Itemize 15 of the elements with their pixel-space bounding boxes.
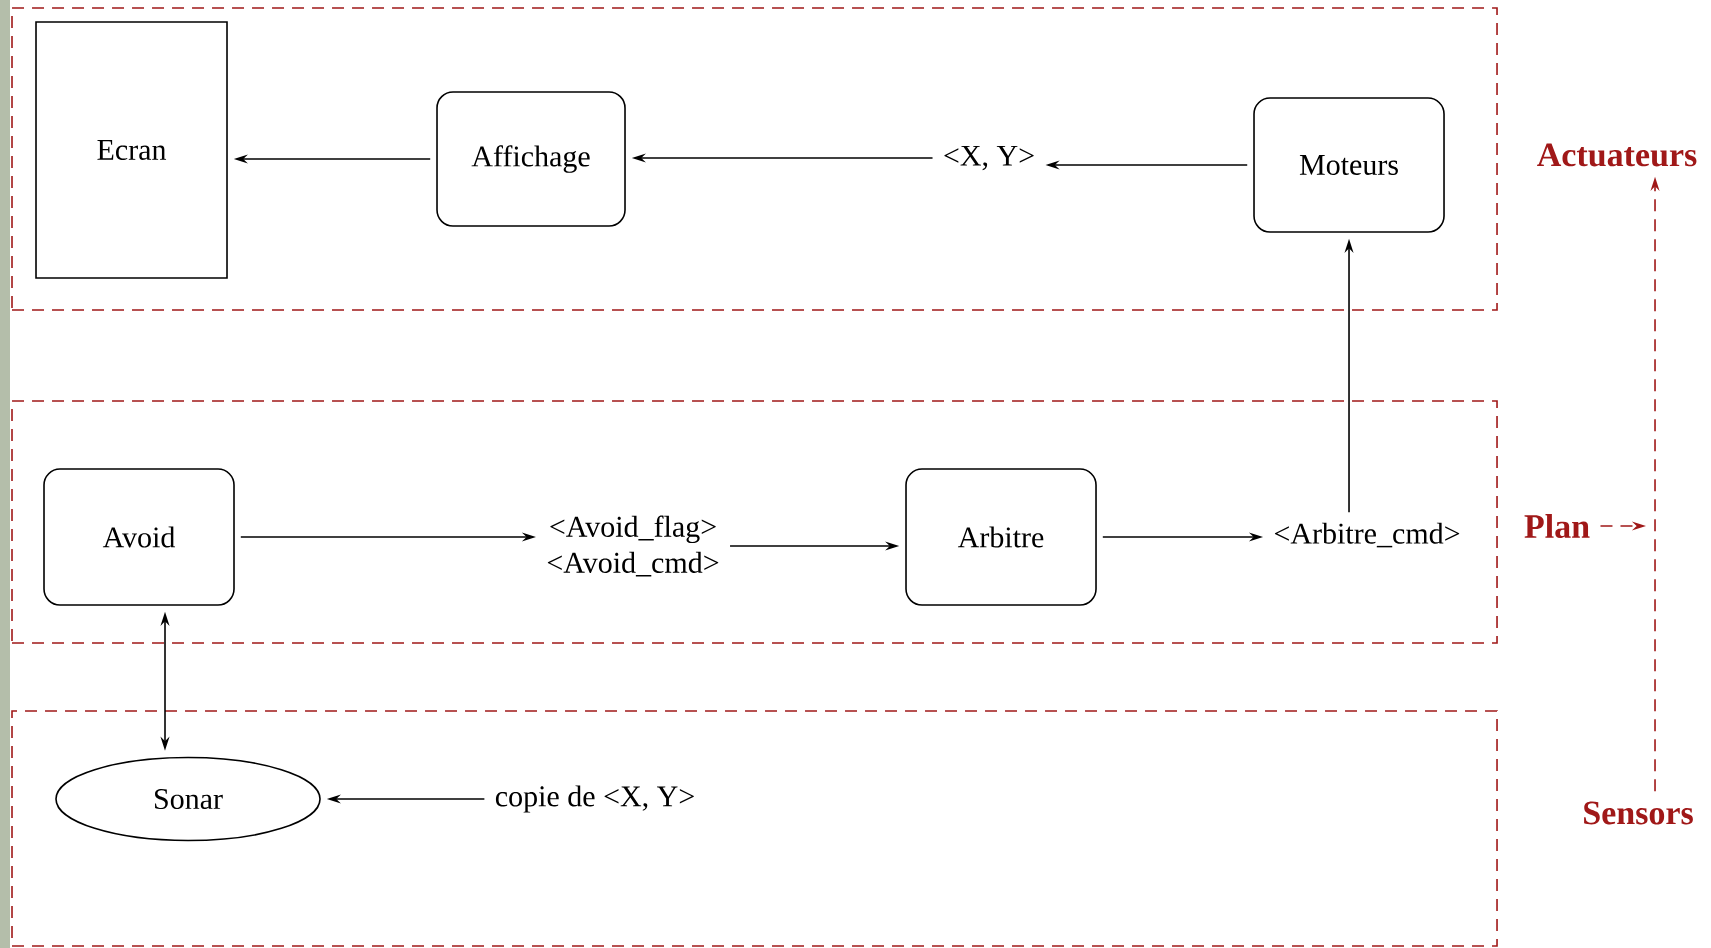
process-box: Moteurs bbox=[1253, 97, 1445, 233]
layer-band bbox=[11, 710, 1498, 947]
layer-label: Sensors bbox=[1584, 801, 1693, 825]
process-box: Arbitre bbox=[905, 468, 1097, 606]
process-box: Avoid bbox=[43, 468, 235, 606]
layer-band bbox=[11, 7, 1498, 311]
signal-label: <Arbitre_cmd> bbox=[1274, 522, 1460, 548]
display-box: Ecran bbox=[35, 21, 228, 279]
layer-label: Plan bbox=[1524, 514, 1590, 538]
signal-label: copie de <X, Y> bbox=[495, 785, 694, 813]
signal-label: <Avoid_flag> <Avoid_cmd> bbox=[547, 515, 719, 577]
layer-band bbox=[11, 400, 1498, 644]
signal-label: <X, Y> bbox=[944, 145, 1034, 171]
process-box: Affichage bbox=[436, 91, 626, 227]
layer-label: Actuateurs bbox=[1537, 143, 1697, 167]
